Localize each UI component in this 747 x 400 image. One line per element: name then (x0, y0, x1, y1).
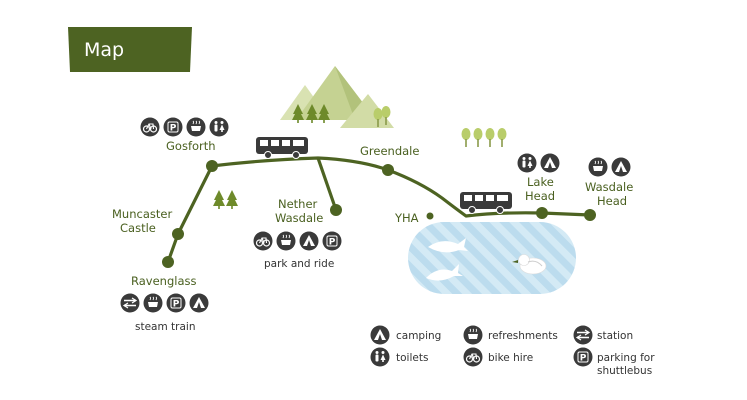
toilets-icon (370, 347, 390, 367)
svg-text:P: P (170, 124, 177, 134)
route (162, 156, 596, 268)
label-lake-head: Head (525, 189, 555, 203)
stop-muncaster[interactable] (172, 228, 184, 240)
station-icon (573, 325, 593, 345)
parking-icon: P (163, 117, 183, 137)
camping-icon (299, 231, 319, 251)
stop-lake-head[interactable] (536, 207, 548, 219)
caption-steam-train: steam train (135, 321, 196, 333)
label-wasdale-head-2: Head (597, 194, 627, 208)
legend-parking-label-2: shuttlebus (597, 365, 652, 377)
stop-wasdale-head[interactable] (584, 209, 596, 221)
camping-icon (370, 325, 390, 345)
legend-camping-label: camping (396, 330, 441, 342)
bus-icon (256, 137, 308, 159)
label-wasdale-head-1: Wasdale (585, 180, 633, 194)
legend-toilets-label: toilets (396, 352, 428, 364)
trees-gosforth (213, 190, 238, 209)
label-gosforth: Gosforth (166, 139, 216, 153)
legend-parking-label-1: parking for (597, 352, 655, 364)
bird-icon (512, 254, 547, 275)
camping-icon (611, 157, 631, 177)
camping-icon (189, 293, 209, 313)
refreshments-icon (276, 231, 296, 251)
stop-ravenglass[interactable] (162, 256, 174, 268)
facility-icons: P P P P (120, 117, 631, 367)
refreshments-icon (186, 117, 206, 137)
legend-refreshments-label: refreshments (488, 330, 558, 342)
bike-icon (463, 347, 483, 367)
label-yha: YHA (394, 211, 419, 225)
parking-icon: P (166, 293, 186, 313)
label-castle: Castle (120, 221, 156, 235)
legend-bike-hire-label: bike hire (488, 352, 533, 364)
parking-icon: P (322, 231, 342, 251)
label-lake: Lake (527, 175, 554, 189)
page-title: Map (84, 39, 124, 61)
bus-icon (460, 192, 512, 214)
place-labels: Gosforth Greendale Muncaster Castle Neth… (112, 139, 633, 333)
refreshments-icon (143, 293, 163, 313)
label-greendale: Greendale (360, 144, 419, 158)
bike-icon (253, 231, 273, 251)
camping-icon (540, 153, 560, 173)
legend: camping toilets refreshments bike hire s… (396, 330, 655, 377)
refreshments-icon (588, 157, 608, 177)
parking-icon: P (573, 347, 593, 367)
label-muncaster: Muncaster (112, 207, 172, 221)
stop-yha[interactable] (426, 212, 434, 220)
caption-park-and-ride: park and ride (264, 258, 334, 270)
refreshments-icon (463, 325, 483, 345)
trees-greendale (461, 128, 507, 147)
mountains-illustration (280, 66, 394, 128)
toilets-icon (209, 117, 229, 137)
svg-text:P: P (173, 300, 180, 310)
label-ravenglass: Ravenglass (131, 274, 196, 288)
station-icon (120, 293, 140, 313)
label-nether: Nether (278, 197, 318, 211)
stop-greendale[interactable] (382, 164, 394, 176)
toilets-icon (517, 153, 537, 173)
label-wasdale: Wasdale (275, 211, 323, 225)
bike-icon (140, 117, 160, 137)
stop-nether-wasdale[interactable] (330, 204, 342, 216)
legend-station-label: station (597, 330, 633, 342)
lake (408, 222, 576, 294)
stop-gosforth[interactable] (206, 160, 218, 172)
title-banner: Map (68, 27, 192, 72)
fish-icon (426, 238, 468, 281)
svg-text:P: P (329, 238, 336, 248)
svg-text:P: P (580, 354, 587, 364)
